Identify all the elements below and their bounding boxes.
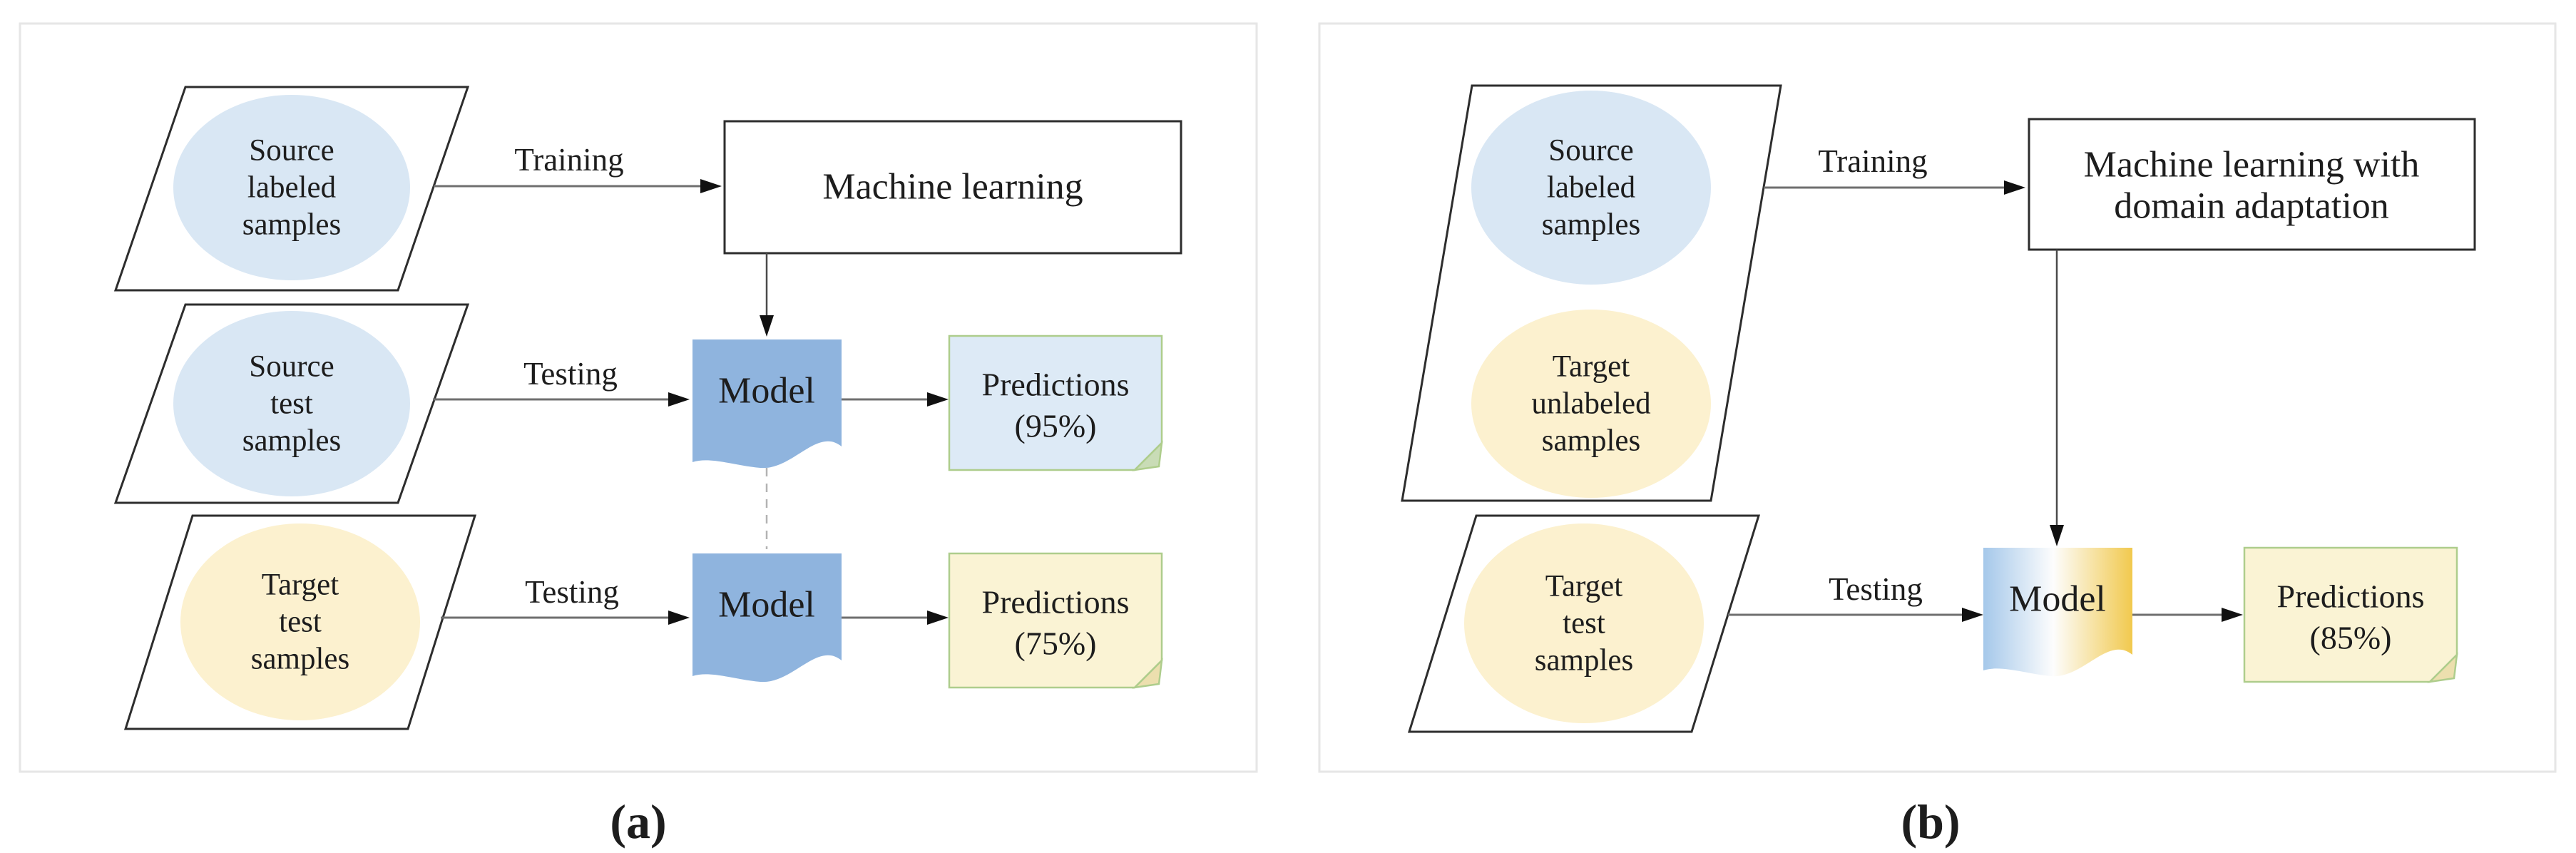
ellipse-label-line: samples — [1535, 644, 1634, 678]
model-document-bottom: Model — [692, 553, 842, 683]
arrow-head-icon — [668, 392, 690, 407]
ellipse-label-line: samples — [1542, 424, 1641, 458]
note-shape — [948, 334, 1163, 471]
model-label: Model — [2009, 579, 2106, 620]
ellipse-label-line: samples — [251, 643, 350, 676]
arrow-head-icon — [700, 179, 722, 193]
predictions-value: (95%) — [1015, 408, 1097, 444]
ellipse-label-line: Target — [1545, 570, 1622, 603]
folded-corner-icon — [1132, 440, 1163, 471]
predictions-value: (75%) — [1015, 625, 1097, 662]
folded-corner-icon — [1132, 658, 1163, 689]
arrow-training-a: Training — [434, 142, 722, 193]
model-document-adapted: Model — [1983, 548, 2132, 677]
target-data-ellipse — [180, 523, 420, 720]
arrow-model-to-predictions-bottom — [842, 611, 949, 625]
panel-a: Source labeled samples Training Machine … — [19, 22, 1258, 849]
ellipse-label-line: Source — [1548, 134, 1633, 168]
arrow-head-icon — [927, 392, 949, 407]
ellipse-label-line: Source — [249, 350, 334, 384]
connector-ml-to-model-a — [760, 253, 774, 337]
machine-learning-box-a: Machine learning — [723, 120, 1182, 255]
predictions-note-85: Predictions (85%) — [2243, 546, 2458, 683]
folded-corner-icon — [2427, 652, 2458, 683]
ellipse-label-line: samples — [1542, 208, 1641, 242]
parallelogram-source-labeled-samples: Source labeled samples — [113, 86, 470, 292]
ellipse-label-line: Source — [249, 134, 334, 168]
parallelogram-source-test-samples: Source test samples — [113, 303, 470, 504]
arrow-testing-b: Testing — [1728, 571, 1983, 622]
predictions-note-75: Predictions (75%) — [948, 552, 1163, 689]
ellipse-label-line: samples — [242, 424, 342, 458]
process-box — [723, 120, 1182, 255]
document-shape — [1983, 548, 2132, 677]
ellipse-label-line: labeled — [247, 171, 336, 205]
testing-label: Testing — [525, 574, 619, 610]
training-label: Training — [1818, 143, 1927, 179]
ellipse-label-line: labeled — [1547, 171, 1635, 205]
connector-ml-to-model-b — [2050, 250, 2064, 546]
ellipse-label-line: Target — [1553, 350, 1630, 384]
arrow-testing-top-a: Testing — [433, 356, 690, 407]
panel-b: Source labeled samples Target unlabeled … — [1318, 22, 2557, 849]
ellipse-label-line: samples — [242, 208, 342, 242]
parallelogram-target-test-samples-a: Target test samples — [123, 514, 477, 730]
arrow-head-icon — [760, 315, 774, 337]
arrow-head-icon — [2004, 180, 2025, 195]
predictions-label-line: Predictions — [2277, 578, 2425, 615]
machine-learning-box-b: Machine learning with domain adaptation — [2028, 118, 2476, 251]
arrow-model-to-predictions-top — [842, 392, 949, 407]
machine-learning-label-line: domain adaptation — [2114, 186, 2389, 227]
source-data-ellipse — [173, 95, 410, 280]
process-box — [2028, 118, 2476, 251]
predictions-note-95: Predictions (95%) — [948, 334, 1163, 471]
ellipse-label-line: test — [279, 606, 322, 639]
arrow-head-icon — [2222, 608, 2243, 622]
model-label: Model — [718, 371, 815, 412]
target-data-ellipse — [1464, 523, 1704, 723]
arrow-model-to-predictions-b — [2132, 608, 2243, 622]
testing-label: Testing — [523, 356, 618, 392]
note-shape — [948, 552, 1163, 689]
ellipse-label-line: test — [270, 387, 313, 421]
model-label: Model — [718, 585, 815, 625]
arrow-head-icon — [668, 611, 690, 625]
arrow-head-icon — [927, 611, 949, 625]
parallelogram-training-data-b: Source labeled samples Target unlabeled … — [1401, 84, 1782, 502]
ellipse-label-line: Target — [262, 568, 339, 602]
predictions-label-line: Predictions — [982, 584, 1130, 620]
predictions-label-line: Predictions — [982, 367, 1130, 403]
note-shape — [2243, 546, 2458, 683]
caption-a: (a) — [610, 795, 666, 849]
ellipse-label-line: test — [1563, 607, 1605, 640]
caption-b: (b) — [1901, 795, 1960, 849]
predictions-value: (85%) — [2310, 620, 2392, 656]
arrow-training-b: Training — [1764, 143, 2025, 195]
training-label: Training — [514, 142, 623, 178]
machine-learning-label-line: Machine learning with — [2084, 145, 2420, 185]
source-data-ellipse — [173, 311, 410, 496]
source-data-ellipse — [1471, 91, 1711, 285]
testing-label: Testing — [1829, 571, 1923, 607]
target-data-ellipse — [1471, 310, 1711, 498]
arrow-head-icon — [1962, 608, 1983, 622]
arrow-testing-bottom-a: Testing — [441, 574, 690, 625]
machine-learning-label: Machine learning — [822, 167, 1083, 208]
model-document-top: Model — [692, 339, 842, 469]
parallelogram-target-test-samples-b: Target test samples — [1407, 514, 1761, 733]
document-shape — [692, 553, 842, 683]
document-shape — [692, 339, 842, 469]
ellipse-label-line: unlabeled — [1531, 387, 1650, 421]
arrow-head-icon — [2050, 525, 2064, 546]
